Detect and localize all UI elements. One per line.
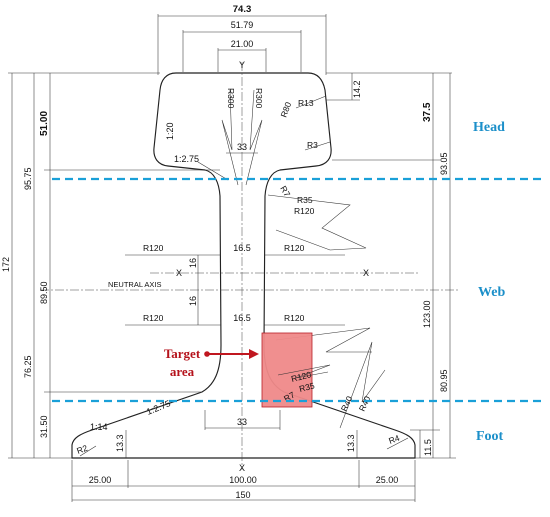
dim-foot-left-25: 25.00 [89, 475, 112, 485]
target-label-line1: Target [164, 346, 201, 361]
radius-r120-web-right: R120 [284, 243, 305, 253]
radius-r2: R2 [75, 443, 89, 456]
radius-r300-left: R300 [226, 88, 236, 109]
left-dimensions: 172 95.75 76.25 51.00 89.50 31.50 [1, 72, 220, 459]
x-axis-right-label: X [363, 268, 369, 278]
zone-foot-label: Foot [476, 429, 504, 444]
dim-top-width: 74.3 [233, 4, 252, 15]
radius-r7-top: R7 [278, 184, 292, 199]
dim-foot-right-25: 25.00 [376, 475, 399, 485]
radius-r120-bottom: R120 [290, 369, 312, 384]
right-dimensions: 37.5 14.2 93.05 123.00 80.95 11.5 [326, 72, 456, 459]
dim-h-37-5: 37.5 [422, 102, 433, 122]
dim-web-top: 16.5 [233, 243, 251, 253]
dim-h-89-50: 89.50 [39, 281, 49, 304]
zone-web-label: Web [478, 285, 505, 300]
radius-r120-web-left-2: R120 [143, 313, 164, 323]
radius-r40-b: R40 [357, 394, 373, 413]
slope-1-20: 1:20 [165, 122, 175, 140]
dim-web-v1: 16 [188, 258, 198, 268]
dim-h-93-05: 93.05 [439, 152, 449, 175]
x-axis-bottom-label: X [239, 463, 245, 473]
slope-1-2-75-top: 1:2.75 [174, 154, 199, 164]
y-axis-label: Y [239, 60, 245, 70]
dim-crown-width: 21.00 [231, 39, 254, 49]
radius-r4: R4 [387, 433, 401, 446]
target-arrow-head [249, 349, 259, 359]
dim-h-123-00: 123.00 [422, 300, 432, 328]
dim-web-v2: 16 [188, 296, 198, 306]
neutral-axis-label: NEUTRAL AXIS [108, 280, 162, 289]
radius-r120-top: R120 [294, 206, 315, 216]
dim-foot-center-100: 100.00 [229, 475, 257, 485]
radius-r80: R80 [278, 100, 293, 118]
dim-h-51-00: 51.00 [39, 111, 50, 136]
top-dimensions: 74.3 51.79 21.00 Y [157, 4, 327, 75]
dim-h-11-5: 11.5 [423, 439, 433, 456]
radius-r3: R3 [307, 140, 318, 150]
dim-foot-width-150: 150 [235, 490, 250, 500]
dim-h-14-2: 14.2 [352, 80, 362, 98]
radius-r120-web-right-2: R120 [284, 313, 305, 323]
web-radii: R7 R35 R120 R120 16.5 R120 X X 16 16 NEU… [108, 184, 372, 353]
target-label-line2: area [170, 364, 195, 379]
dim-foot-right-13-3: 13.3 [346, 434, 356, 452]
radius-r120-web-left: R120 [143, 243, 164, 253]
head-radii: R300 R300 R80 R13 R3 1:20 1:2.75 33 [165, 88, 331, 186]
dim-h-95-75: 95.75 [23, 167, 33, 190]
dim-h-total: 172 [1, 257, 11, 272]
zone-head-label: Head [473, 120, 505, 135]
radius-r300-right: R300 [254, 88, 264, 109]
dim-h-80-95: 80.95 [439, 369, 449, 392]
dim-head-inner-33: 33 [237, 142, 247, 152]
x-axis-left-label: X [176, 268, 182, 278]
dim-h-31-50: 31.50 [39, 415, 49, 438]
dim-head-width: 51.79 [231, 20, 254, 30]
dim-base-inner-33: 33 [237, 417, 247, 427]
dim-web-bottom: 16.5 [233, 313, 251, 323]
dim-h-76-25: 76.25 [23, 355, 33, 378]
radius-r13: R13 [298, 98, 314, 108]
dim-foot-left-13-3: 13.3 [115, 434, 125, 452]
radius-r35-top: R35 [297, 195, 313, 205]
radius-r35-bottom: R35 [298, 380, 316, 394]
bottom-dimensions: X 25.00 100.00 25.00 150 [71, 460, 416, 502]
slope-1-14: 1:14 [90, 422, 108, 432]
radius-r40-a: R40 [339, 394, 355, 413]
